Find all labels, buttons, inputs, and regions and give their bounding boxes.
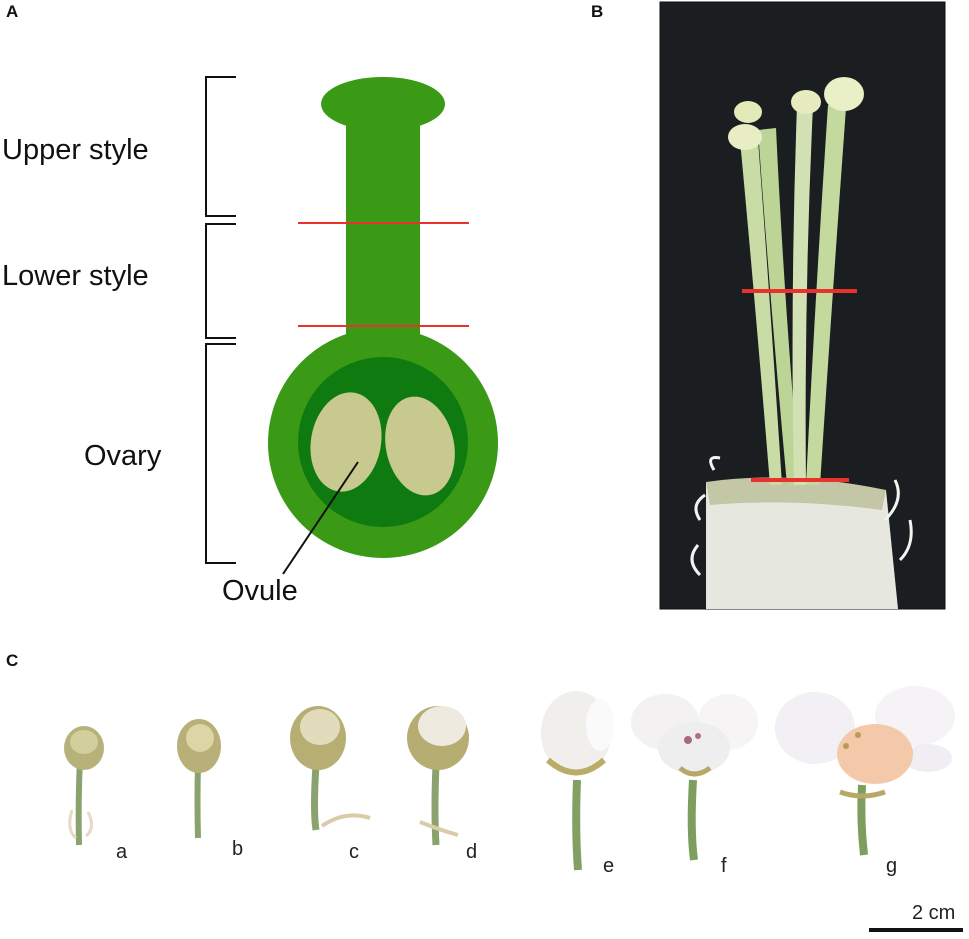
stage-label-e: e — [603, 855, 615, 877]
ovary-bracket — [205, 343, 236, 564]
panel-letter-c: C — [6, 651, 19, 670]
ovule-label: Ovule — [222, 575, 298, 607]
flower-stage-b — [177, 719, 221, 839]
ovule-left — [310, 392, 382, 492]
flower-stage-e — [541, 691, 614, 871]
stage-label-g: g — [886, 855, 898, 877]
upper-style-label: Upper style — [2, 134, 149, 166]
lower-style-label: Lower style — [2, 260, 149, 292]
ovule-pointer — [282, 461, 359, 575]
flower-stage-f — [631, 694, 758, 861]
lower-style-bracket — [205, 223, 236, 339]
stage-label-b: b — [232, 838, 244, 860]
flower-stage-a — [64, 726, 104, 846]
style — [346, 110, 420, 350]
flower-stage-g — [775, 686, 955, 856]
upper-style-bracket — [205, 76, 236, 217]
ovule-right — [385, 396, 455, 496]
stage-label-a: a — [116, 841, 128, 863]
scale-bar-label: 2 cm — [912, 902, 956, 924]
flower-stage-c — [290, 706, 371, 831]
stage-label-c: c — [349, 841, 359, 863]
pistil-photo — [659, 1, 946, 610]
panel-letter-b: B — [591, 2, 604, 21]
panel-letter-a: A — [6, 2, 19, 21]
stage-label-f: f — [721, 855, 727, 877]
ovary-label: Ovary — [84, 440, 162, 472]
stage-label-d: d — [466, 841, 478, 863]
flower-stage-d — [407, 706, 469, 846]
